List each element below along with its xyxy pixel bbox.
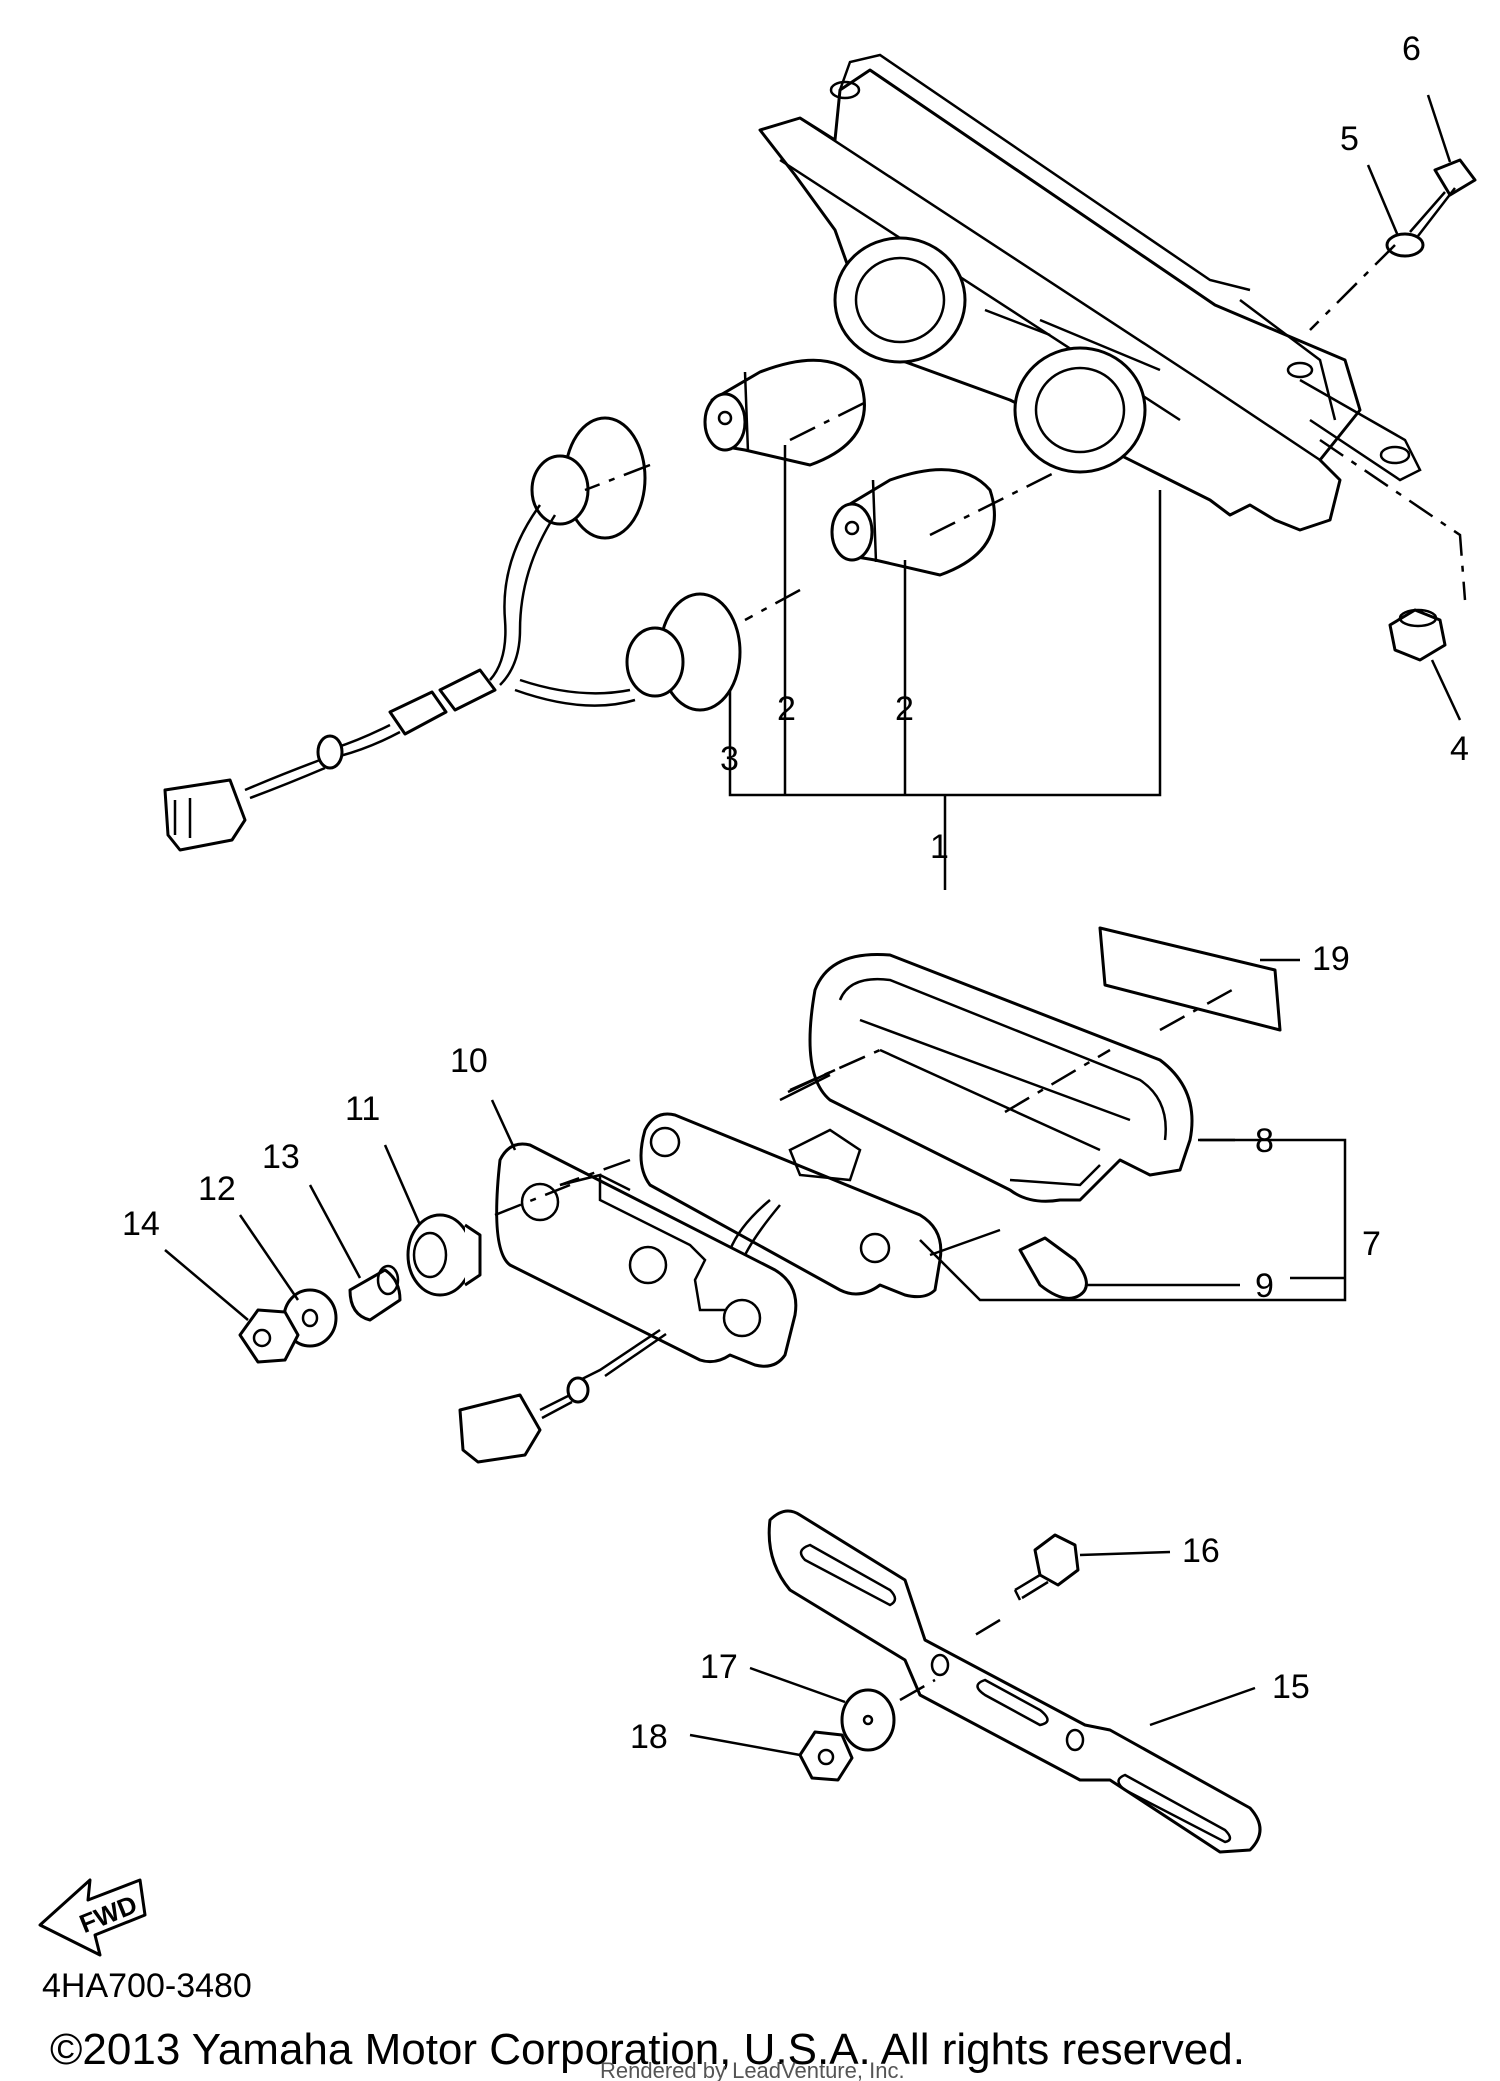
strip-19 [1098,926,1282,1032]
alignment-line [1309,244,1396,331]
leader-16 [1079,1550,1171,1557]
callout-17: 17 [700,1648,738,1686]
render-credit: Rendered by LeadVenture, Inc. [600,2058,905,2081]
connector-wire [458,1328,667,1464]
callout-2: 2 [777,690,796,728]
license-light-lens [779,952,1194,1203]
washer-5 [1385,232,1425,258]
leader-bracket-1 [728,445,1162,890]
callout-13: 13 [262,1138,300,1176]
alignment-line [494,988,1233,1217]
leader-5 [1366,164,1400,237]
alignment-line [584,463,651,492]
bracket-15 [767,1509,1262,1854]
callout-3: 3 [720,740,739,778]
grommet-4 [1388,608,1447,662]
fwd-arrow-icon: FWD [38,1878,147,1957]
callout-14: 14 [122,1205,160,1243]
bulb-right [830,468,996,577]
callout-10: 10 [450,1042,488,1080]
leader-10 [490,1099,517,1151]
leader-17 [749,1666,846,1704]
bulb-9 [1018,1236,1088,1300]
leader-18 [689,1733,801,1757]
callout-9: 9 [1255,1267,1274,1305]
callout-2: 2 [895,690,914,728]
callout-5: 5 [1340,120,1359,158]
leader-15 [1149,1686,1256,1727]
callout-12: 12 [198,1170,236,1208]
gasket-10 [495,1142,798,1368]
callout-1: 1 [930,828,949,866]
callout-16: 16 [1182,1532,1220,1570]
leader-12 [238,1214,300,1301]
collar-13 [348,1264,402,1322]
washer-17 [840,1688,896,1752]
callout-7: 7 [1362,1225,1381,1263]
callout-19: 19 [1312,940,1350,978]
diagram-code: 4HA700-3480 [42,1967,252,2005]
copyright-notice: ©2013 Yamaha Motor Corporation, U.S.A. A… [50,2025,1245,2074]
leader-11 [383,1144,422,1226]
alignment-line [899,1618,1001,1702]
grommet-11 [406,1213,482,1297]
license-light-case [639,1112,943,1299]
bolt-16 [1013,1533,1080,1601]
nut-14 [238,1308,300,1364]
callout-4: 4 [1450,730,1469,768]
callout-8: 8 [1255,1122,1274,1160]
socket-cord [163,416,742,852]
callout-18: 18 [630,1718,668,1756]
callout-11: 11 [345,1090,380,1128]
callout-6: 6 [1402,30,1421,68]
nut-18 [798,1730,854,1782]
screw-6 [1409,158,1477,237]
tail-light-housing [758,53,1422,532]
leader-13 [308,1184,362,1279]
callout-15: 15 [1272,1668,1310,1706]
leader-14 [164,1249,249,1321]
leader-7-bracket [919,1138,1347,1302]
leader-4 [1430,659,1462,721]
leader-6 [1426,94,1452,163]
bulb-left [703,358,866,467]
